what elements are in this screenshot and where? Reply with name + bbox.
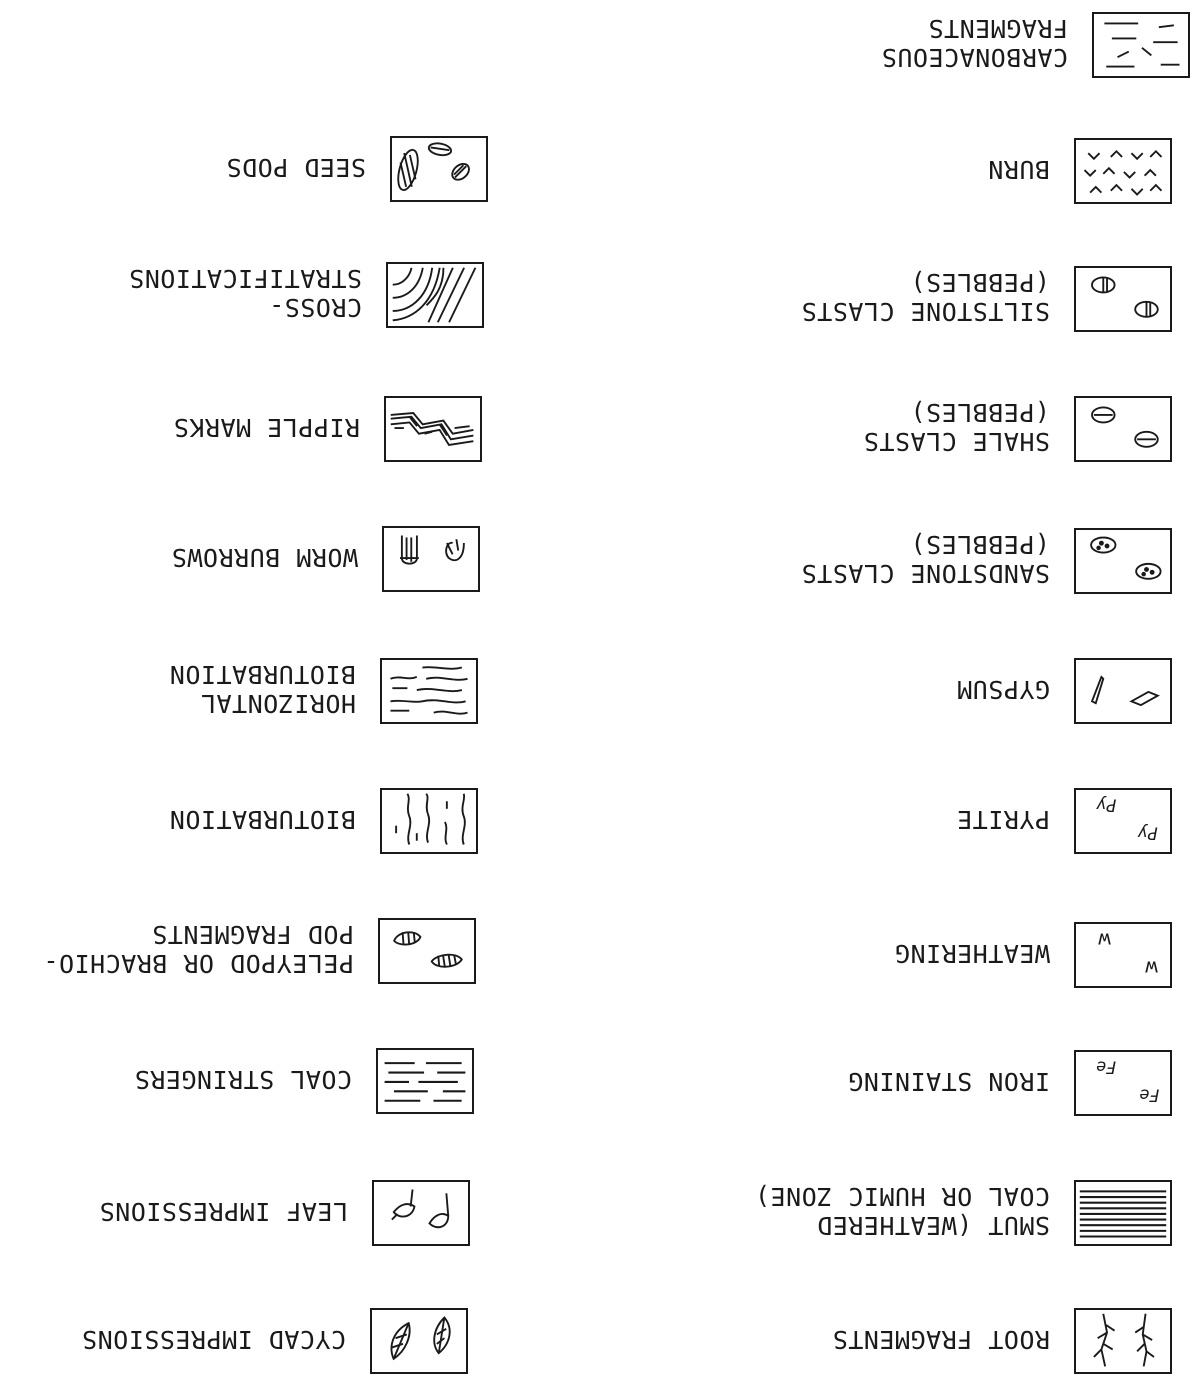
pelecypod-fragments-label: PELEYPOD OR BRACHIO-POD FRAGMENTS xyxy=(0,914,354,984)
iron-staining-glyph: Fe xyxy=(1139,1086,1159,1106)
gypsum-symbol xyxy=(1074,658,1172,724)
legend-item-siltstone-clasts: SILTSTONE CLASTS(PEBBLES) xyxy=(612,258,1172,338)
sandstone-clasts-label: SANDSTONE CLASTS(PEBBLES) xyxy=(630,524,1050,594)
pelecypod-fragments-symbol xyxy=(378,918,476,984)
legend-item-cycad-impressions: CYCAD IMPRESSIONS xyxy=(0,1300,468,1380)
iron-staining-symbol: Fe Fe xyxy=(1074,1050,1172,1116)
gypsum-label: GYPSUM xyxy=(630,654,1050,724)
leaf-impressions-symbol xyxy=(372,1180,470,1246)
legend-item-bioturbation: BIOTURBATION xyxy=(0,780,478,860)
legend-item-seed-pods: SEED PODS xyxy=(0,128,488,208)
weathering-symbol: w w xyxy=(1074,922,1172,988)
pyrite-label: PYRITE xyxy=(630,784,1050,854)
weathering-glyph: w xyxy=(1098,928,1111,952)
cross-stratifications-symbol xyxy=(386,262,484,328)
pyrite-glyph: Py xyxy=(1095,795,1116,815)
root-fragments-symbol xyxy=(1074,1308,1172,1374)
iron-staining-label: IRON STAINING xyxy=(630,1046,1050,1116)
ripple-marks-label: RIPPLE MARKS xyxy=(0,392,360,462)
legend-item-gypsum: GYPSUM xyxy=(612,650,1172,730)
worm-burrows-label: WORM BURROWS xyxy=(0,522,358,592)
cycad-impressions-label: CYCAD IMPRESSIONS xyxy=(0,1304,346,1374)
legend-item-sandstone-clasts: SANDSTONE CLASTS(PEBBLES) xyxy=(612,520,1172,600)
seed-pods-symbol xyxy=(390,136,488,202)
burn-label: BURN xyxy=(630,134,1050,204)
legend-item-pyrite: Py Py PYRITE xyxy=(612,780,1172,860)
sandstone-clasts-symbol xyxy=(1074,528,1172,594)
legend-item-burn: BURN xyxy=(612,130,1172,210)
legend-item-iron-staining: Fe Fe IRON STAINING xyxy=(612,1042,1172,1122)
legend-item-pelecypod-fragments: PELEYPOD OR BRACHIO-POD FRAGMENTS xyxy=(0,910,476,990)
worm-burrows-symbol xyxy=(382,526,480,592)
horizontal-bioturbation-symbol xyxy=(380,658,478,724)
legend-item-root-fragments: ROOT FRAGMENTS xyxy=(612,1300,1172,1380)
pyrite-symbol: Py Py xyxy=(1074,788,1172,854)
shale-clasts-label: SHALE CLASTS(PEBBLES) xyxy=(630,392,1050,462)
weathering-label: WEATHERING xyxy=(630,918,1050,988)
shale-clasts-symbol xyxy=(1074,396,1172,462)
coal-stringers-label: COAL STRINGERS xyxy=(0,1044,352,1114)
siltstone-clasts-symbol xyxy=(1074,266,1172,332)
bioturbation-label: BIOTURBATION xyxy=(0,784,356,854)
smut-symbol xyxy=(1074,1180,1172,1246)
legend-item-shale-clasts: SHALE CLASTS(PEBBLES) xyxy=(612,388,1172,468)
carbonaceous-fragments-symbol xyxy=(1092,12,1190,78)
ripple-marks-symbol xyxy=(384,396,482,462)
siltstone-clasts-label: SILTSTONE CLASTS(PEBBLES) xyxy=(630,262,1050,332)
coal-stringers-symbol xyxy=(376,1048,474,1114)
root-fragments-label: ROOT FRAGMENTS xyxy=(630,1304,1050,1374)
cross-stratifications-label: CROSS-STRATIFICATIONS xyxy=(0,258,362,328)
legend-item-worm-burrows: WORM BURROWS xyxy=(0,518,480,598)
weathering-glyph: w xyxy=(1145,957,1158,981)
seed-pods-label: SEED PODS xyxy=(0,132,366,202)
legend-item-leaf-impressions: LEAF IMPRESSIONS xyxy=(0,1172,470,1252)
cycad-impressions-symbol xyxy=(370,1308,468,1374)
pyrite-glyph: Py xyxy=(1137,824,1158,844)
burn-symbol xyxy=(1074,138,1172,204)
iron-staining-glyph: Fe xyxy=(1096,1057,1116,1077)
leaf-impressions-label: LEAF IMPRESSIONS xyxy=(0,1176,348,1246)
bioturbation-symbol xyxy=(380,788,478,854)
legend-item-cross-stratifications: CROSS-STRATIFICATIONS xyxy=(0,254,484,334)
legend-item-ripple-marks: RIPPLE MARKS xyxy=(0,388,482,468)
legend-item-coal-stringers: COAL STRINGERS xyxy=(0,1040,474,1120)
legend-item-weathering: w w WEATHERING xyxy=(612,914,1172,994)
